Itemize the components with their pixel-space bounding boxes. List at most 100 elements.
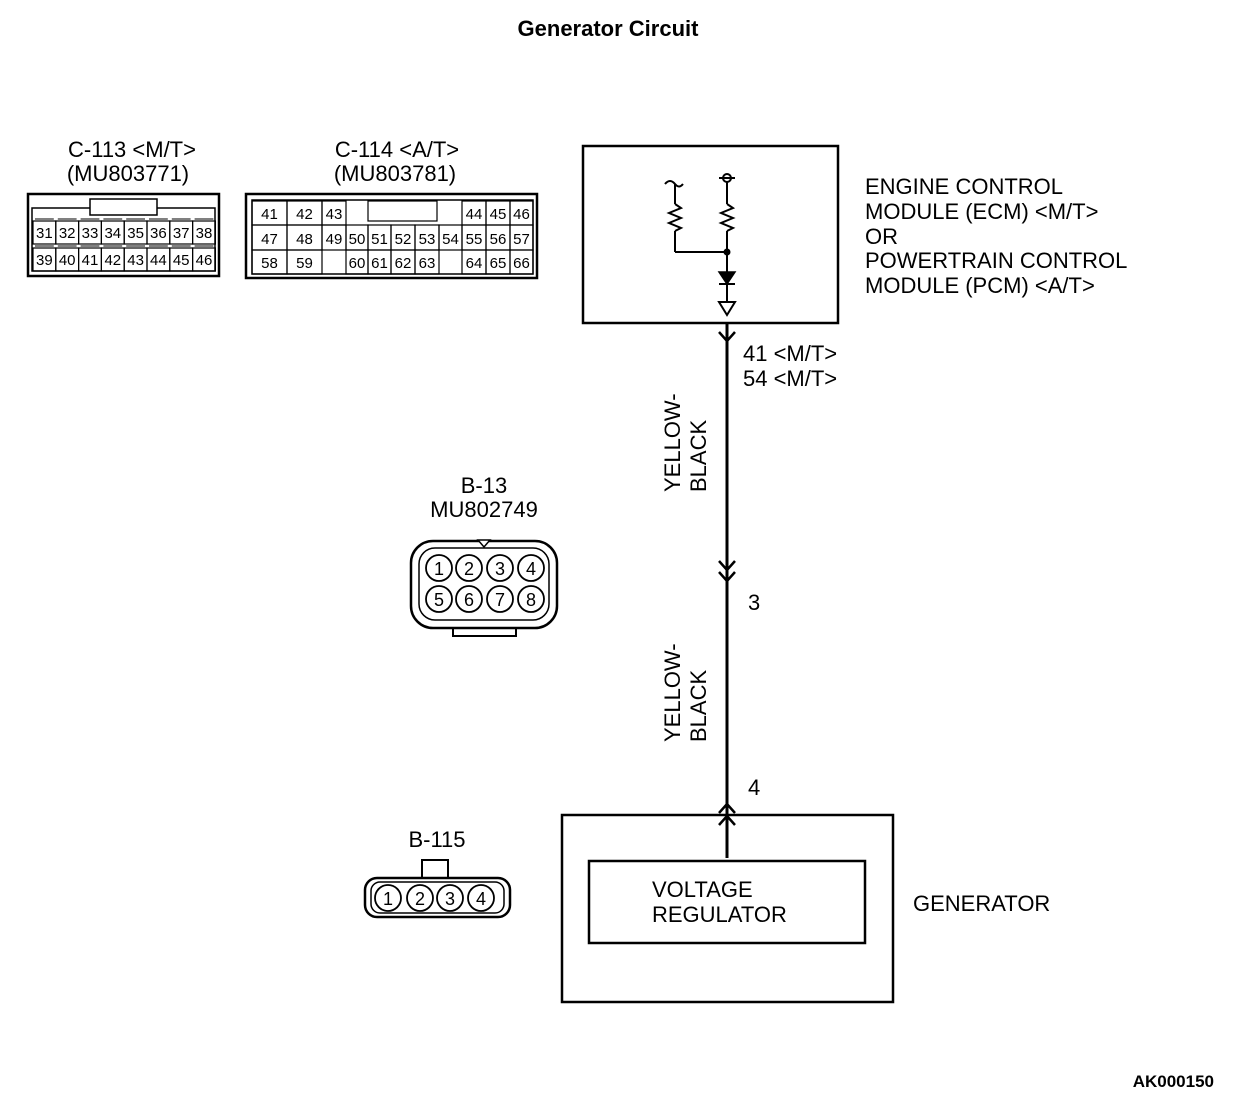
connector-b115-inner <box>370 881 505 914</box>
connector-c114-label: C-114 <A/T> <box>335 137 459 162</box>
connector-c113-part: (MU803771) <box>67 161 189 186</box>
diode-icon <box>717 271 737 286</box>
c114-pin-number: 48 <box>296 231 313 248</box>
b13-pin-label: 3 <box>748 590 760 615</box>
generator-pin-label: 4 <box>748 775 760 800</box>
b115-pin-number: 1 <box>383 889 393 909</box>
drawing-code: AK000150 <box>1133 1072 1214 1091</box>
c114-pin-number: 59 <box>296 255 313 272</box>
connector-b13-part: MU802749 <box>430 497 538 522</box>
c114-pin-number: 50 <box>349 231 366 248</box>
generator-terminal-symbol-1 <box>718 802 736 814</box>
connector-b13-label: B-13 <box>461 473 507 498</box>
c113-pin-number: 31 <box>36 225 53 242</box>
ecm-pin-label-1: 41 <M/T> <box>743 341 837 366</box>
c114-pin-number: 42 <box>296 206 313 223</box>
b115-pin-number: 4 <box>476 889 486 909</box>
generator-box <box>560 813 895 1004</box>
generator-label: GENERATOR <box>913 891 1050 916</box>
c114-pin-number: 62 <box>395 255 412 272</box>
c113-pin-number: 37 <box>173 225 190 242</box>
c114-pin-number: 53 <box>419 231 436 248</box>
c114-pin-number: 57 <box>513 231 530 248</box>
b13-pin-number: 1 <box>434 559 444 579</box>
c114-pin-number: 54 <box>442 231 459 248</box>
ecm-terminal-symbol <box>718 331 736 343</box>
connector-c113-label: C-113 <M/T> <box>68 137 196 162</box>
b13-pin-number: 7 <box>495 590 505 610</box>
c114-pin-number: 56 <box>490 231 507 248</box>
c114-pin-number: 52 <box>395 231 412 248</box>
voltage-regulator-line2: REGULATOR <box>652 902 787 927</box>
b13-pin-number: 8 <box>526 590 536 610</box>
b115-pin-circle <box>467 884 495 912</box>
wire2-color-line1: YELLOW- <box>660 643 685 742</box>
voltage-regulator-line1: VOLTAGE <box>652 877 753 902</box>
b13-pin-number: 4 <box>526 559 536 579</box>
c113-pin-number: 38 <box>196 225 213 242</box>
diagram-title: Generator Circuit <box>518 16 700 41</box>
c113-pin-number: 39 <box>36 252 53 269</box>
ecm-module: ENGINE CONTROL MODULE (ECM) <M/T> OR POW… <box>581 144 1127 325</box>
c113-pin-number: 32 <box>59 225 76 242</box>
c113-pin-number: 35 <box>127 225 144 242</box>
generator: VOLTAGE REGULATOR GENERATOR <box>560 813 1050 1004</box>
b13-pin-circle <box>425 554 453 582</box>
b13-pin-circle <box>517 554 545 582</box>
wire1-color-line2: BLACK <box>686 420 711 492</box>
c113-pin-number: 46 <box>196 252 213 269</box>
ecm-pin-label-2: 54 <M/T> <box>743 366 837 391</box>
b13-pin-circle <box>455 585 483 613</box>
b13-pin-circle <box>486 554 514 582</box>
connector-b115-label: B-115 <box>408 827 465 852</box>
c114-pin-number: 61 <box>371 255 388 272</box>
c113-pin-cell <box>192 220 217 245</box>
c114-pin-cell <box>509 249 534 275</box>
wire2-color-line2: BLACK <box>686 670 711 742</box>
c114-pin-number: 51 <box>371 231 388 248</box>
c113-pin-number: 34 <box>104 225 121 242</box>
b13-pin-number: 6 <box>464 590 474 610</box>
b115-pin-circle <box>406 884 434 912</box>
b115-pin-number: 2 <box>415 889 425 909</box>
connector-c113-outer <box>26 192 221 278</box>
b115-pin-circle <box>436 884 464 912</box>
c114-pin-number: 49 <box>326 231 343 248</box>
c114-pin-number: 45 <box>490 206 507 223</box>
c114-pin-number: 63 <box>419 255 436 272</box>
b13-pin-number: 3 <box>495 559 505 579</box>
c114-pin-number: 55 <box>466 231 483 248</box>
b13-terminal-symbol-1 <box>718 560 736 572</box>
c114-pin-number: 47 <box>261 231 278 248</box>
c114-pin-number: 58 <box>261 255 278 272</box>
c113-pin-number: 41 <box>82 252 99 269</box>
c114-pin-number: 65 <box>490 255 507 272</box>
c114-pin-cell <box>414 249 440 275</box>
c113-pin-number: 43 <box>127 252 144 269</box>
ecm-name-line3: OR <box>865 224 898 249</box>
ecm-box <box>581 144 840 325</box>
c113-pin-number: 45 <box>173 252 190 269</box>
b13-pin-circle <box>486 585 514 613</box>
c114-pin-number: 43 <box>326 206 343 223</box>
connector-c114-part: (MU803781) <box>334 161 456 186</box>
c113-pin-cell <box>192 247 217 272</box>
ecm-name-line4: POWERTRAIN CONTROL <box>865 248 1127 273</box>
b13-terminal-symbol-2 <box>718 571 736 583</box>
wire1-color-line1: YELLOW- <box>660 393 685 492</box>
c114-pin-cell <box>286 249 323 275</box>
c114-lock <box>367 200 438 222</box>
connector-c113-lock <box>89 198 158 216</box>
b13-pin-circle <box>517 585 545 613</box>
ecm-name-line1: ENGINE CONTROL <box>865 174 1063 199</box>
b13-pin-circle <box>455 554 483 582</box>
voltage-regulator-box <box>587 859 867 945</box>
ecm-internal-circuit <box>664 173 737 317</box>
c113-pin-number: 44 <box>150 252 167 269</box>
connector-b13-key <box>476 539 492 549</box>
